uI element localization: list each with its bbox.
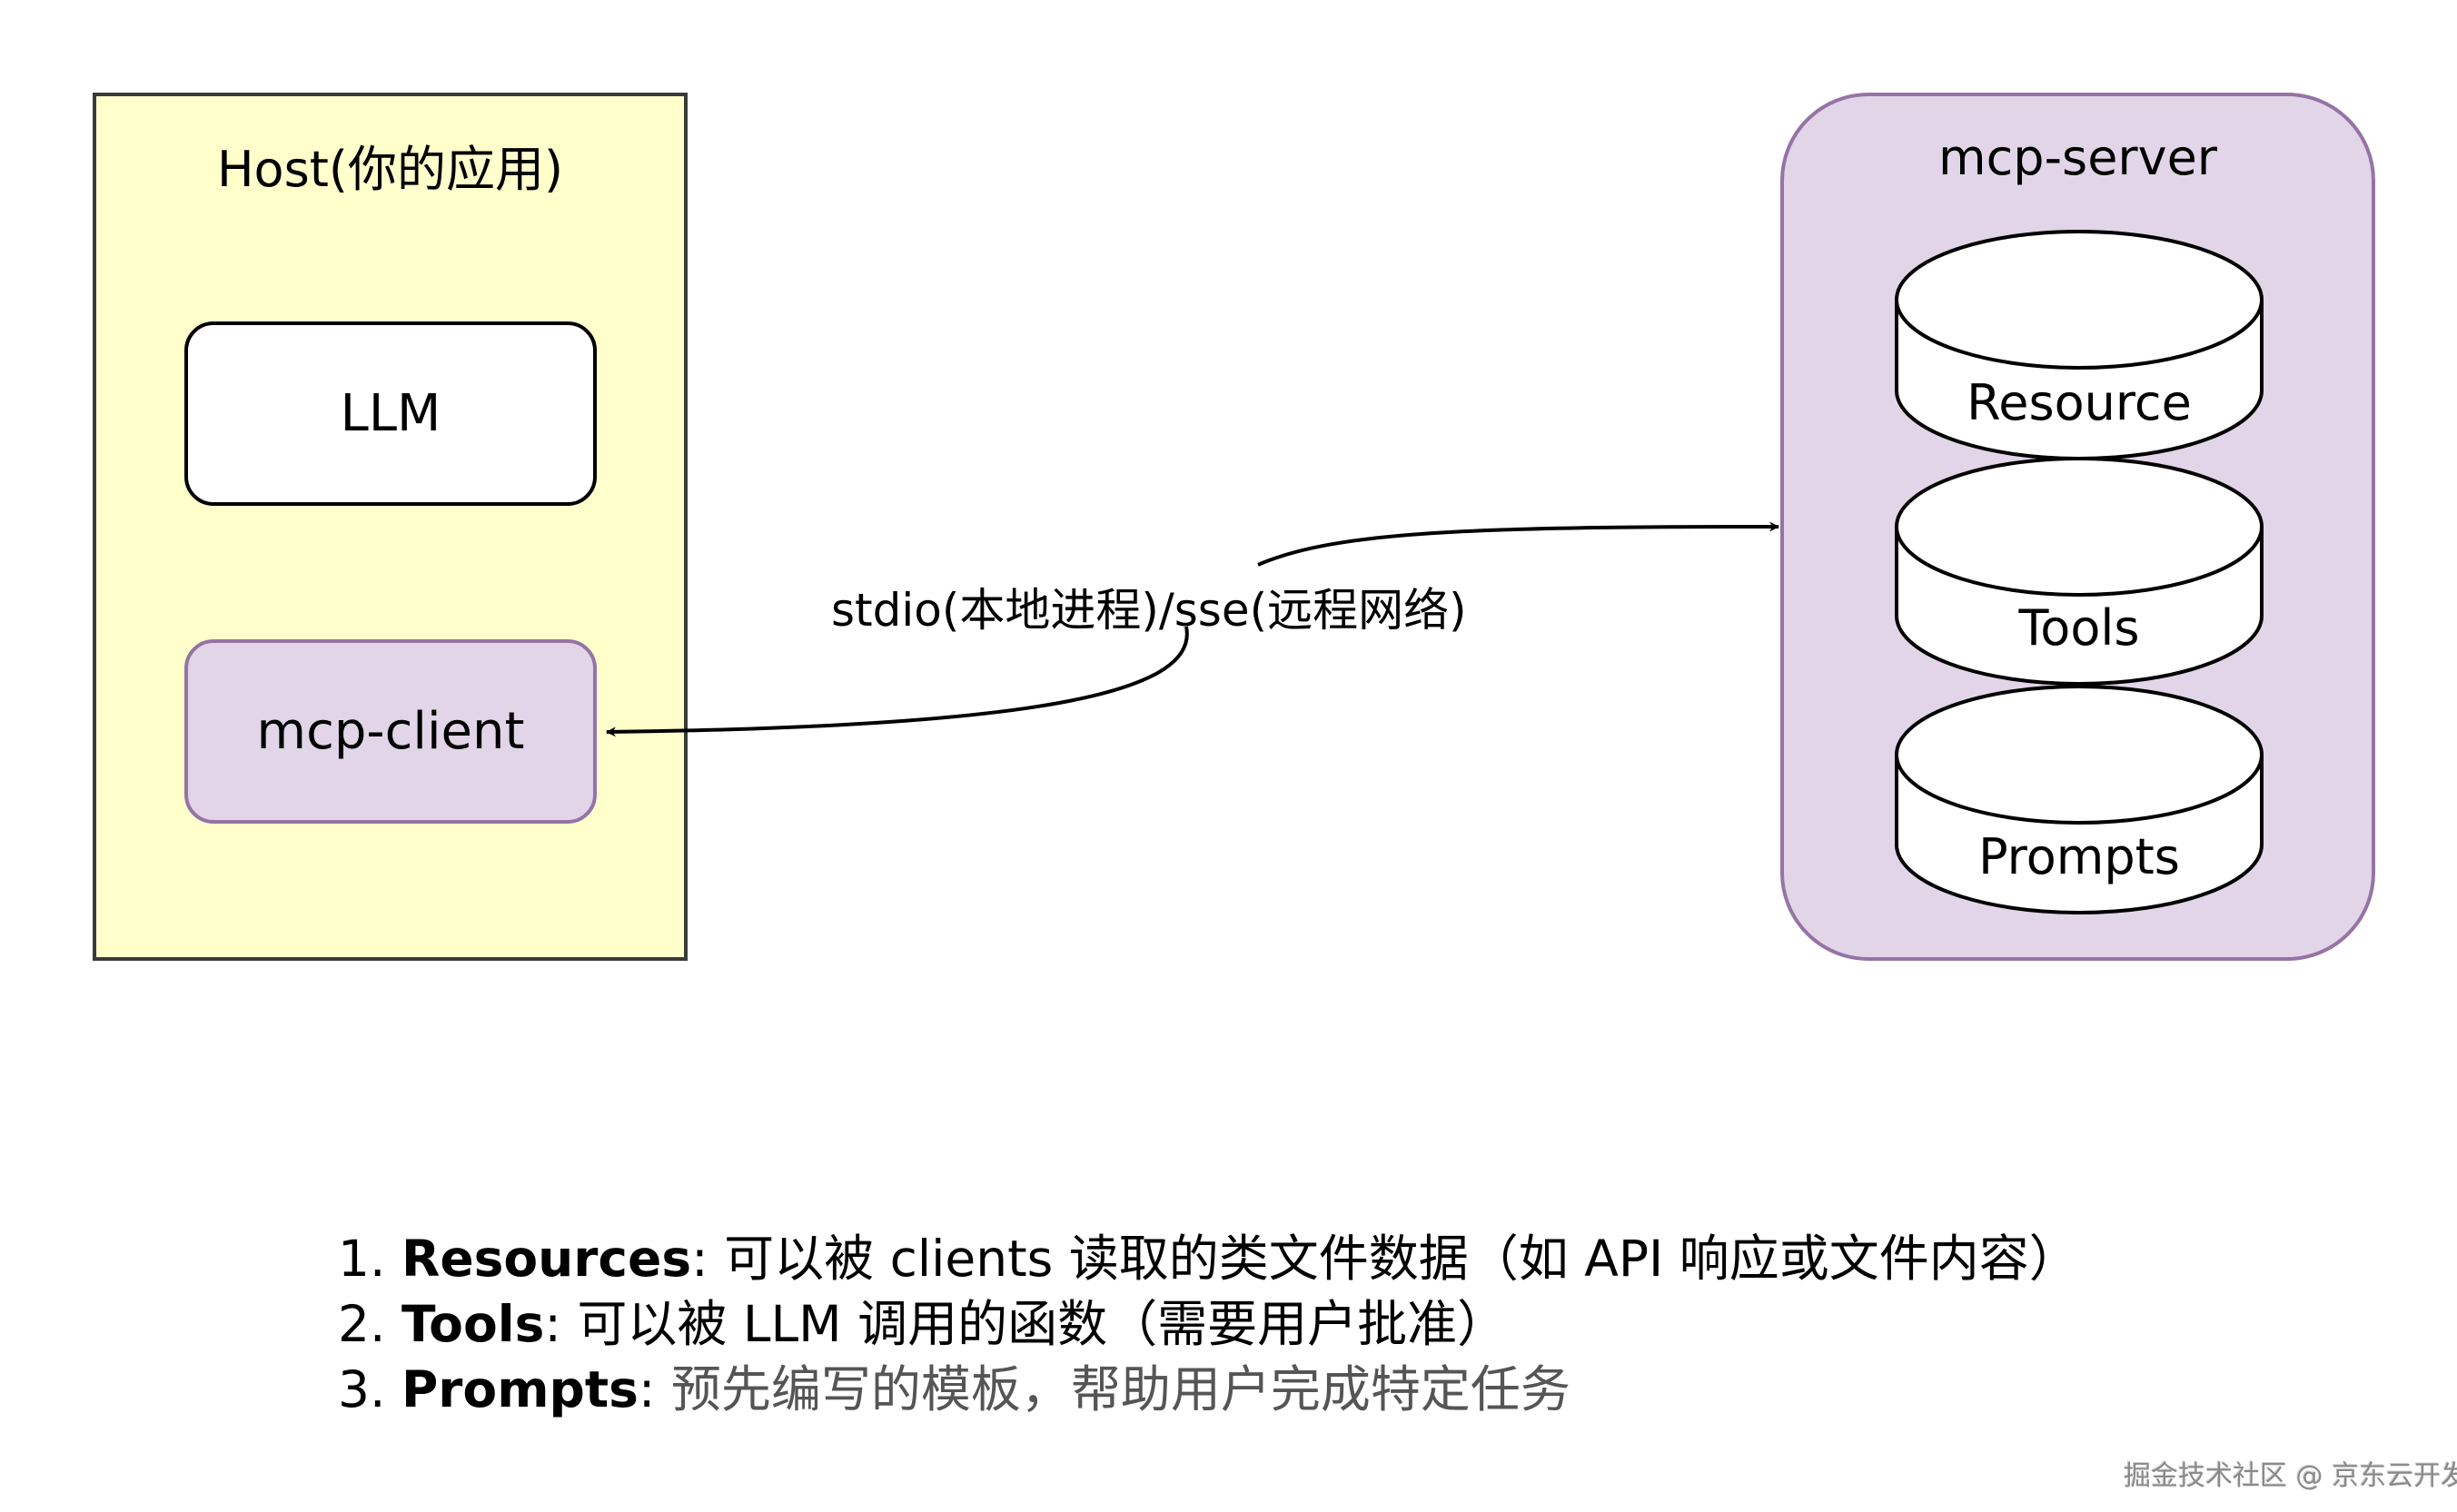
mcp-client-label: mcp-client [256, 702, 525, 761]
connection-label: stdio(本地进程)/sse(远程网络) [831, 584, 1467, 637]
legend-item-term: Prompts [401, 1360, 639, 1418]
legend-item-separator: : [544, 1295, 578, 1353]
mcp-server-title: mcp-server [1938, 129, 2217, 186]
cylinder-prompts[interactable] [1895, 685, 2264, 914]
legend-item-number: 2. [338, 1295, 386, 1353]
legend-item-separator: : [691, 1230, 725, 1288]
mcp-client-box[interactable] [184, 639, 597, 824]
legend-item-term: Resources [401, 1230, 692, 1288]
legend-item-description: 可以被 LLM 调用的函数（需要用户批准） [577, 1295, 1508, 1353]
llm-box[interactable] [184, 321, 597, 506]
legend-item-number: 3. [338, 1360, 386, 1418]
cylinder-tools-label: Tools [2018, 599, 2140, 657]
legend-item-description: 预先编写的模板，帮助用户完成特定任务 [670, 1360, 1570, 1418]
host-title: Host(你的应用) [216, 141, 564, 198]
host-container[interactable] [93, 93, 688, 961]
llm-label: LLM [340, 384, 441, 443]
legend-item-separator: : [638, 1360, 671, 1418]
legend-item: 3. Prompts: 预先编写的模板，帮助用户完成特定任务 [338, 1357, 2079, 1422]
legend-item-number: 1. [338, 1230, 386, 1288]
cylinder-resource-label: Resource [1967, 374, 2192, 431]
cylinder-resource[interactable] [1895, 230, 2264, 460]
legend-item-term: Tools [401, 1295, 545, 1353]
watermark: 掘金技术社区 @ 京东云开发者 [2124, 1460, 2457, 1492]
legend-item: 2. Tools: 可以被 LLM 调用的函数（需要用户批准） [338, 1291, 2079, 1357]
cylinder-prompts-label: Prompts [1978, 828, 2180, 885]
connector-to-client[interactable] [605, 626, 1189, 737]
cylinder-tools[interactable] [1895, 457, 2264, 686]
connector-to-server[interactable] [1257, 521, 1780, 567]
legend-item: 1. Resources: 可以被 clients 读取的类文件数据（如 API… [338, 1226, 2079, 1291]
legend-item-description: 可以被 clients 读取的类文件数据（如 API 响应或文件内容） [724, 1230, 2079, 1288]
legend: 1. Resources: 可以被 clients 读取的类文件数据（如 API… [338, 1226, 2079, 1422]
